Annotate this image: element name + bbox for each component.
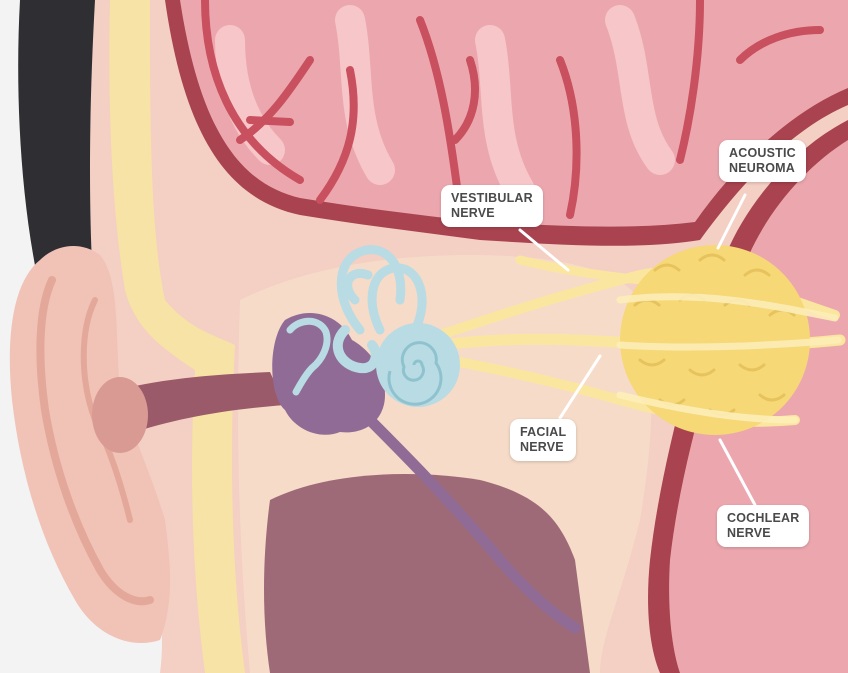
label-acoustic-neuroma-line2: NEUROMA — [729, 161, 796, 176]
label-acoustic-neuroma-line1: ACOUSTIC — [729, 146, 796, 161]
label-vestibular-nerve-line2: NERVE — [451, 206, 533, 221]
tumor — [620, 245, 810, 435]
label-vestibular-nerve: VESTIBULAR NERVE — [441, 185, 543, 227]
label-facial-nerve-line2: NERVE — [520, 440, 566, 455]
label-vestibular-nerve-line1: VESTIBULAR — [451, 191, 533, 206]
label-acoustic-neuroma: ACOUSTIC NEUROMA — [719, 140, 806, 182]
label-cochlear-nerve-line2: NERVE — [727, 526, 799, 541]
label-facial-nerve-line1: FACIAL — [520, 425, 566, 440]
cochlea — [376, 323, 460, 407]
label-facial-nerve: FACIAL NERVE — [510, 419, 576, 461]
concha — [92, 377, 148, 453]
label-cochlear-nerve-line1: COCHLEAR — [727, 511, 799, 526]
label-cochlear-nerve: COCHLEAR NERVE — [717, 505, 809, 547]
